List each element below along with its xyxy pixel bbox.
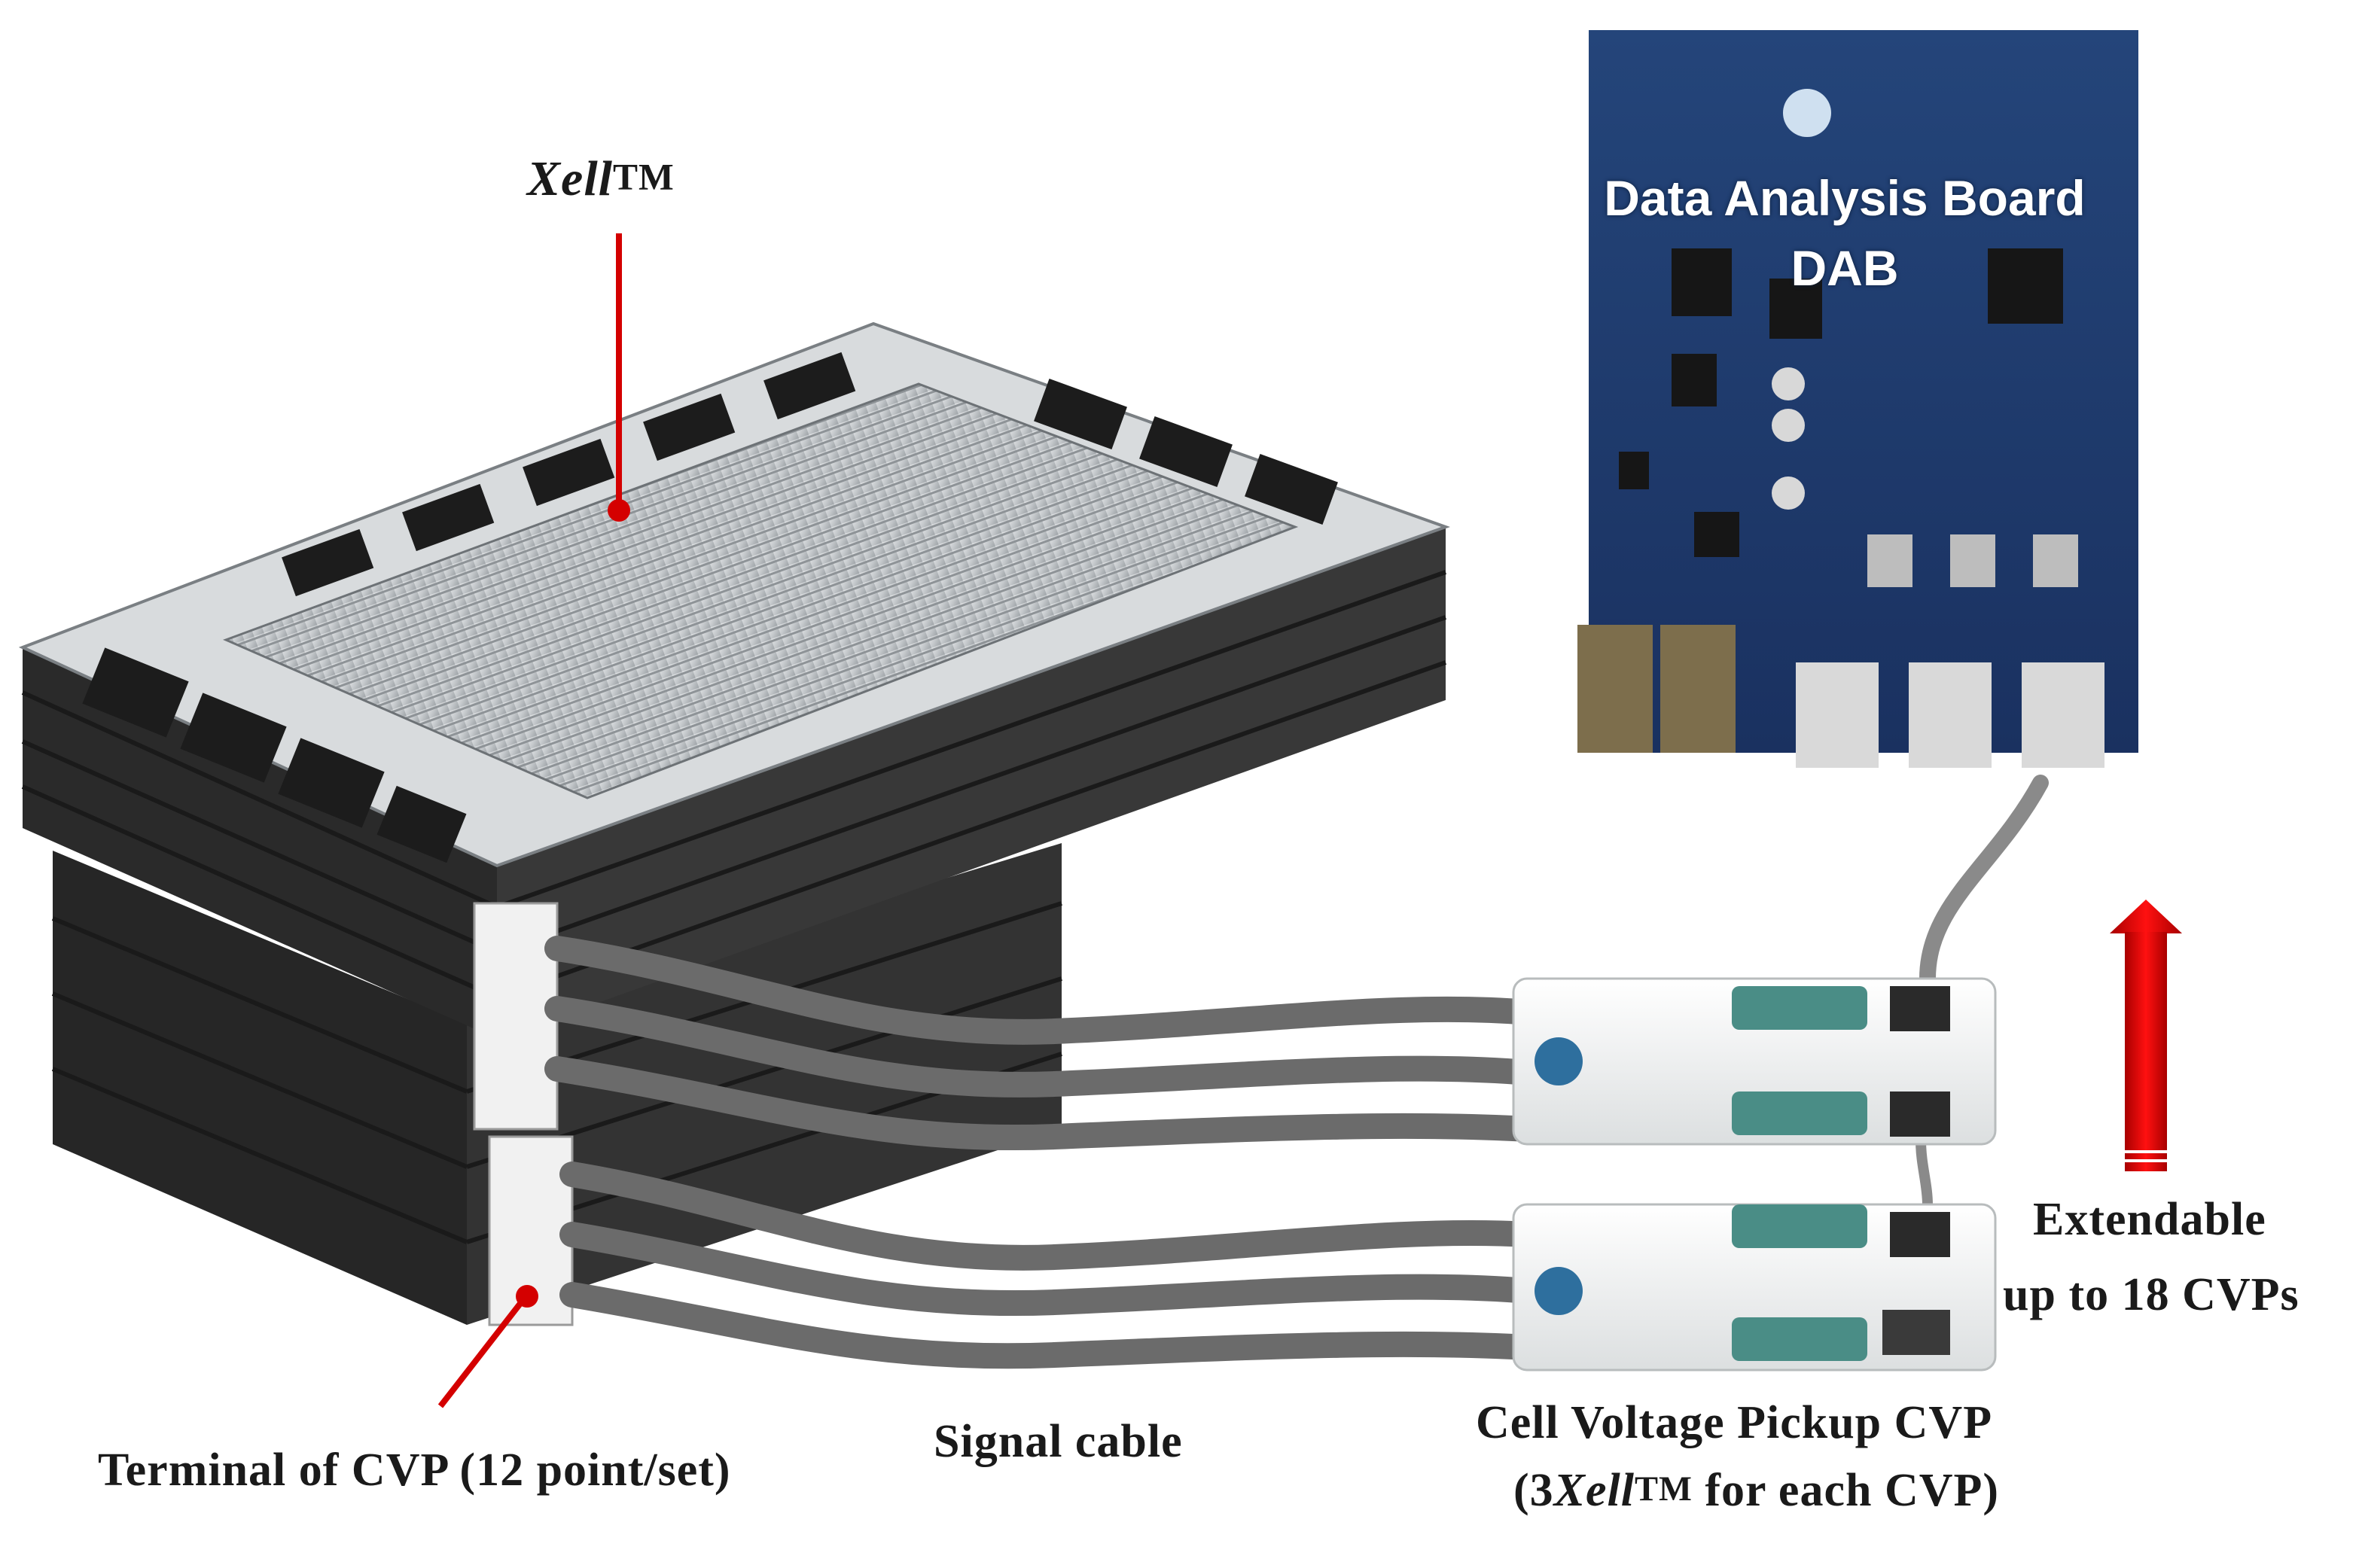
extendable-label-line2: up to 18 CVPs xyxy=(2003,1269,2300,1320)
board-chips xyxy=(1619,248,2063,557)
cvp-module-upper xyxy=(1512,977,1997,1146)
stack-lower-right-face xyxy=(467,843,1062,1325)
board-capacitors xyxy=(1772,367,1805,510)
xell-pointer-dot xyxy=(608,499,630,522)
dab-title: Data Analysis Board xyxy=(1604,170,2086,226)
extendable-arrow xyxy=(2110,900,2182,1171)
tm-mark-inline: TM xyxy=(1634,1470,1693,1509)
pointer-lines xyxy=(437,233,622,1408)
flow-field xyxy=(222,382,1299,799)
cvp-teal-pad xyxy=(1732,1204,1867,1248)
apt-logo-icon xyxy=(1535,1267,1583,1315)
signal-cables xyxy=(544,775,2049,1369)
cvp-connector xyxy=(1890,1212,1950,1257)
stack-lower-front-face xyxy=(53,851,467,1325)
cvp-line2-suffix: for each CVP) xyxy=(1692,1465,2000,1516)
terminal-label: Terminal of CVP (12 point/set) xyxy=(98,1445,731,1496)
cvp-connector xyxy=(1890,1092,1950,1137)
board-relays xyxy=(1867,534,2078,587)
xell-stack xyxy=(18,321,1450,1326)
data-analysis-board xyxy=(1577,30,2138,768)
signal-cable-label: Signal cable xyxy=(934,1416,1183,1467)
cvp-terminal-upper xyxy=(473,902,559,1131)
cvp-label-line1: Cell Voltage Pickup CVP xyxy=(1476,1397,1993,1448)
cvp-connector xyxy=(1882,1310,1950,1355)
cvp-teal-pad xyxy=(1732,1092,1867,1135)
xell-name: Xell xyxy=(527,151,613,206)
apt-logo-icon xyxy=(1535,1037,1583,1085)
terminal-pointer-line xyxy=(437,1292,530,1408)
terminal-pointer-dot xyxy=(516,1285,538,1308)
apt-logo-icon xyxy=(1783,89,1831,137)
xell-label: XellTM xyxy=(527,151,675,208)
cvp-line2-prefix: (3 xyxy=(1513,1465,1554,1516)
cvp-teal-pad xyxy=(1732,986,1867,1030)
cvp-teal-pad xyxy=(1732,1317,1867,1361)
dab-abbreviation: DAB xyxy=(1791,240,1899,296)
xell-name-inline: Xell xyxy=(1553,1465,1635,1516)
manifold-ports xyxy=(82,352,1338,863)
cvp-connector xyxy=(1890,986,1950,1031)
extendable-label-line1: Extendable xyxy=(2033,1194,2266,1245)
cvp-label-line2: (3XellTM for each CVP) xyxy=(1513,1464,1999,1518)
board-header-connectors xyxy=(1577,625,2104,768)
tm-mark: TM xyxy=(613,156,675,198)
cvp-module-lower xyxy=(1512,1203,1997,1372)
